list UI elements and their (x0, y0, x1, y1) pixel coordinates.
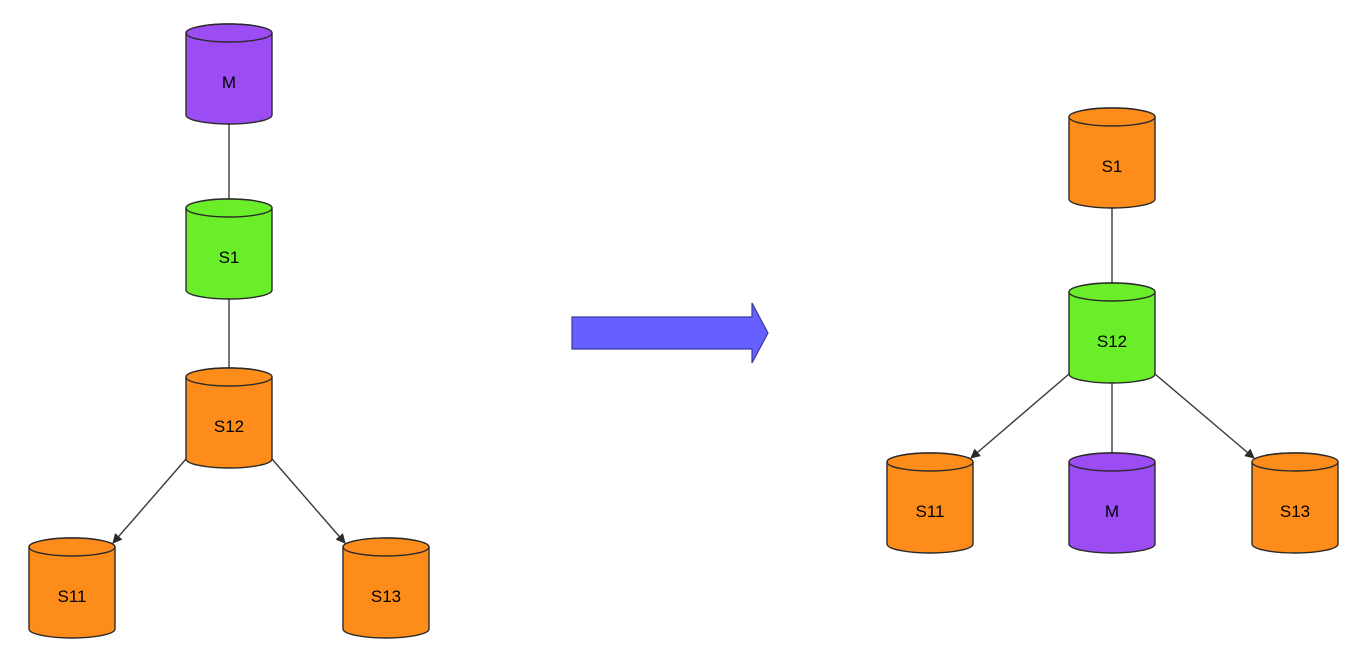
node-s1: S1 (185, 198, 273, 300)
node-m: M (1068, 452, 1156, 554)
cylinder-top (185, 23, 273, 43)
node-s13: S13 (1251, 452, 1339, 554)
node-label: S12 (1097, 332, 1127, 351)
node-label: S1 (219, 248, 240, 267)
node-s11: S11 (886, 452, 974, 554)
node-label: S12 (214, 417, 244, 436)
node-label: M (1105, 502, 1119, 521)
cylinder-top (185, 198, 273, 218)
cylinder-top (185, 367, 273, 387)
edge-a_s12-to-a_s11 (970, 373, 1070, 459)
node-label: S1 (1102, 157, 1123, 176)
edge-b_s12-to-b_s11 (112, 458, 187, 544)
cylinder-top (886, 452, 974, 472)
cylinder-top (1068, 452, 1156, 472)
node-m: M (185, 23, 273, 125)
cylinder-top (28, 537, 116, 557)
node-s12: S12 (185, 367, 273, 469)
transition-arrow-icon (571, 302, 769, 364)
node-s1: S1 (1068, 107, 1156, 209)
edge-b_s12-to-b_s13 (271, 458, 346, 544)
cylinder-top (1251, 452, 1339, 472)
node-s13: S13 (342, 537, 430, 639)
node-label: S11 (58, 587, 87, 606)
edges-layer (112, 124, 1255, 544)
cylinder-top (1068, 282, 1156, 302)
node-label: S13 (371, 587, 401, 606)
node-label: S13 (1280, 502, 1310, 521)
cylinder-top (1068, 107, 1156, 127)
node-s11: S11 (28, 537, 116, 639)
edge-a_s12-to-a_s13 (1154, 373, 1255, 459)
node-s12: S12 (1068, 282, 1156, 384)
node-label: S11 (916, 502, 945, 521)
cylinder-top (342, 537, 430, 557)
node-label: M (222, 73, 236, 92)
